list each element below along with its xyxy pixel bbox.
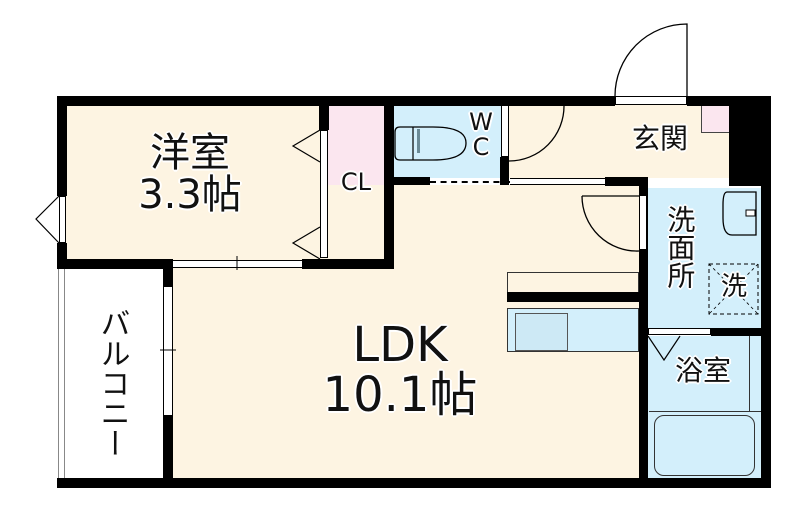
closet-door-top-icon bbox=[291, 129, 321, 163]
toilet-label: W C bbox=[463, 108, 499, 162]
washbasin-icon bbox=[722, 191, 757, 236]
balcony-rail bbox=[64, 268, 65, 480]
wc-ldk-sliding-track bbox=[430, 181, 510, 184]
hall-ldk-opening bbox=[510, 178, 605, 185]
closet-door-bottom-icon bbox=[291, 226, 321, 260]
entrance-door-frame bbox=[615, 96, 687, 105]
shoe-cabinet bbox=[701, 105, 729, 133]
window-west-icon bbox=[35, 195, 60, 244]
wall-bottom bbox=[57, 478, 771, 488]
wall-wash-bath bbox=[711, 328, 761, 336]
wc-door-arc-icon bbox=[508, 104, 565, 162]
ldk-size: 10.1帖 bbox=[322, 367, 478, 424]
bath-door-frame bbox=[648, 328, 711, 335]
window-west bbox=[59, 196, 66, 243]
toilet-label-w: W bbox=[469, 108, 493, 136]
bathtub-edge bbox=[649, 411, 761, 412]
western-room-size: 3.3帖 bbox=[138, 172, 242, 218]
wall-wc-right bbox=[500, 157, 509, 185]
wall-room-closet bbox=[319, 96, 329, 130]
balcony-label: バルコニー bbox=[94, 308, 130, 458]
toilet-label-c: C bbox=[472, 133, 490, 162]
wall-left-room bbox=[57, 96, 67, 196]
washer-space-icon bbox=[708, 263, 759, 315]
kitchen-wall bbox=[507, 292, 639, 302]
washer-label: 洗 bbox=[720, 272, 747, 302]
bath-wall-line bbox=[749, 336, 750, 411]
entrance-label: 玄関 bbox=[631, 122, 688, 155]
bathtub bbox=[654, 415, 755, 476]
closet-door-room bbox=[320, 130, 328, 258]
wall-hall-bottom bbox=[605, 177, 648, 186]
hallway-floor bbox=[509, 105, 610, 178]
wall-wash-left bbox=[639, 177, 648, 488]
washroom-label: 洗面所 bbox=[663, 205, 697, 289]
wc-door-frame bbox=[501, 105, 509, 157]
wall-left-room-lower bbox=[57, 243, 67, 268]
wall-room-bottom-left bbox=[57, 259, 173, 269]
toilet-icon bbox=[394, 126, 467, 161]
entrance-door-icon bbox=[614, 23, 688, 97]
balcony-floor bbox=[58, 268, 166, 480]
wall-ldk-left-top bbox=[163, 259, 173, 287]
ldk-name: LDK bbox=[352, 317, 448, 373]
washroom-door-arc-icon bbox=[581, 195, 640, 252]
western-room-name: 洋室 bbox=[150, 130, 230, 176]
wall-right bbox=[761, 96, 771, 488]
bath-folding-door-icon bbox=[647, 335, 681, 362]
window-ldk-balcony bbox=[163, 287, 173, 415]
ldk-label: LDK 10.1帖 bbox=[310, 320, 490, 421]
kitchen-sink bbox=[515, 313, 568, 351]
wall-top-mid bbox=[392, 96, 615, 106]
wash-door-frame bbox=[639, 195, 647, 250]
wall-top-left bbox=[57, 96, 392, 106]
western-room-label: 洋室 3.3帖 bbox=[120, 132, 260, 216]
wall-wc-bottom bbox=[384, 177, 430, 185]
bathroom-label: 浴室 bbox=[674, 354, 731, 387]
closet-label: CL bbox=[340, 168, 372, 196]
wall-room-bottom-right bbox=[302, 259, 393, 269]
wall-ldk-left-bottom bbox=[163, 415, 173, 488]
